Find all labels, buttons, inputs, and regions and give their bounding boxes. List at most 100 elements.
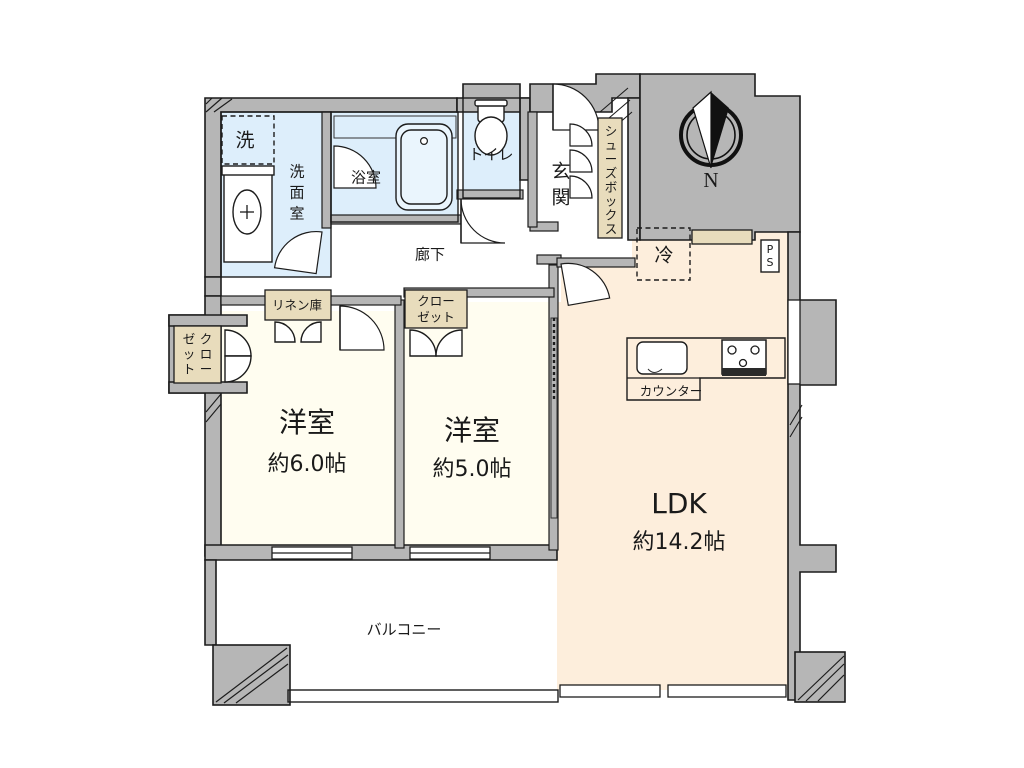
bath-drain-icon	[420, 137, 429, 146]
label-room6-area: 約6.0帖	[268, 452, 347, 477]
label-balcony: バルコニー	[367, 621, 442, 639]
svg-text:ス: ス	[605, 222, 618, 237]
closets	[173, 289, 468, 384]
balcony-partition	[212, 644, 291, 706]
label-linen: リネン庫	[272, 298, 322, 313]
compass-rose: N	[679, 90, 743, 192]
wall-bottom-bedrooms	[204, 544, 558, 561]
label-entrance-c2: 関	[551, 187, 570, 209]
label-bath: 浴室	[351, 169, 381, 187]
wall-toilet-bottom	[456, 189, 524, 200]
ps-box	[760, 239, 780, 273]
svg-text:ー: ー	[605, 152, 618, 167]
vanity-backsplash	[221, 165, 275, 176]
toilet-door-arc	[460, 198, 506, 244]
label-corridor: 廊下	[415, 246, 445, 264]
wall-west-closet-top	[168, 314, 248, 327]
shoebox-cabinet	[597, 117, 623, 239]
kitchen-sink	[636, 341, 688, 375]
closetw-door-bot	[224, 355, 252, 383]
svg-text:S: S	[767, 256, 774, 269]
wall-entrance-left	[527, 111, 538, 228]
svg-text:ゼット: ゼット	[417, 310, 455, 325]
corner-hatch-bottom-right	[794, 651, 846, 703]
label-toilet: トイレ	[468, 146, 513, 164]
wall-balcony-left	[204, 559, 217, 646]
wall-hatch-right	[789, 404, 803, 438]
label-room5-area: 約5.0帖	[433, 457, 512, 482]
label-closet-room5: クロー ゼット	[417, 294, 455, 325]
label-ldk-area: 約14.2帖	[633, 530, 726, 555]
window-ldk-side	[787, 299, 801, 385]
label-washroom: 洗 面 室	[289, 163, 304, 223]
toilet-tank-lid	[474, 99, 508, 107]
label-washroom-c1: 洗	[289, 163, 304, 181]
compass-needle-east	[711, 92, 729, 168]
closet-room5	[404, 289, 468, 329]
kitchen	[626, 227, 786, 401]
washing-machine-slot	[221, 115, 275, 165]
label-counter: カウンター	[640, 384, 703, 399]
svg-text:ボ: ボ	[605, 180, 618, 195]
doors	[224, 83, 623, 383]
svg-text:ー: ー	[200, 362, 213, 377]
svg-text:ク: ク	[200, 332, 213, 347]
entrance-inner-door	[560, 262, 611, 307]
room-outlines	[220, 97, 521, 278]
svg-text:ゼ: ゼ	[183, 332, 196, 347]
room-labels: 洗 洗 面 室 浴室 トイレ 玄 関 シ ュ ー ズ ボ ッ ク ス 廊下 リネ…	[183, 124, 774, 639]
room6-door-arc	[339, 305, 385, 351]
toilet-outline	[462, 97, 521, 199]
label-ldk-name: LDK	[651, 487, 707, 520]
shoebox-door-3	[569, 175, 593, 199]
label-shoebox: シ ュ ー ズ ボ ッ ク ス	[605, 124, 618, 237]
bath-outline	[330, 111, 459, 223]
label-fridge: 冷	[654, 245, 673, 267]
balcony-rail	[287, 689, 559, 703]
compass-north-label: N	[703, 168, 718, 192]
svg-text:ッ: ッ	[183, 347, 196, 362]
wall-entry-right	[627, 97, 641, 241]
kitchen-upper-cabinet	[691, 229, 753, 245]
svg-text:ト: ト	[183, 362, 196, 377]
label-washroom-c2: 面	[289, 184, 304, 202]
linen-door-right	[300, 321, 322, 343]
wall-between-bedrooms	[394, 299, 405, 549]
wall-washroom-right	[321, 111, 332, 229]
windows	[271, 299, 801, 698]
shoebox-door-1	[569, 123, 593, 147]
closet-west	[173, 325, 222, 384]
bath-shelf	[333, 115, 457, 139]
closet5-door-right	[435, 329, 463, 357]
wall-left-outer	[204, 276, 222, 297]
label-washroom-c3: 室	[289, 205, 304, 223]
bathtub-inner	[400, 129, 448, 205]
wall-ldk-bedroom	[548, 264, 559, 551]
svg-text:ロ: ロ	[200, 347, 213, 362]
wall-corridor-bottom-b	[403, 287, 555, 298]
label-washer: 洗	[235, 130, 254, 152]
window-ldk-right	[667, 684, 787, 698]
wall-hatch-left	[205, 393, 222, 423]
linen-closet	[264, 289, 332, 321]
label-room5-name: 洋室	[444, 414, 500, 447]
svg-text:ズ: ズ	[605, 166, 618, 181]
window-ldk-left	[559, 684, 661, 698]
svg-text:P: P	[767, 243, 774, 256]
corner-hatch-top-left	[205, 97, 233, 113]
svg-text:ュ: ュ	[605, 138, 618, 153]
label-entrance: 玄 関	[551, 161, 570, 209]
wet-fixtures	[221, 99, 508, 263]
svg-text:ッ: ッ	[605, 194, 618, 209]
washroom-door-arc	[273, 230, 323, 275]
label-room6-name: 洋室	[279, 406, 335, 439]
svg-text:クロー: クロー	[417, 294, 455, 309]
toilet-bowl	[474, 116, 508, 156]
svg-text:ク: ク	[605, 208, 618, 223]
bath-door-arc	[333, 145, 377, 189]
label-entrance-c1: 玄	[551, 161, 570, 183]
wall-ldk-north	[556, 257, 636, 268]
shoebox-door-2	[569, 149, 593, 173]
